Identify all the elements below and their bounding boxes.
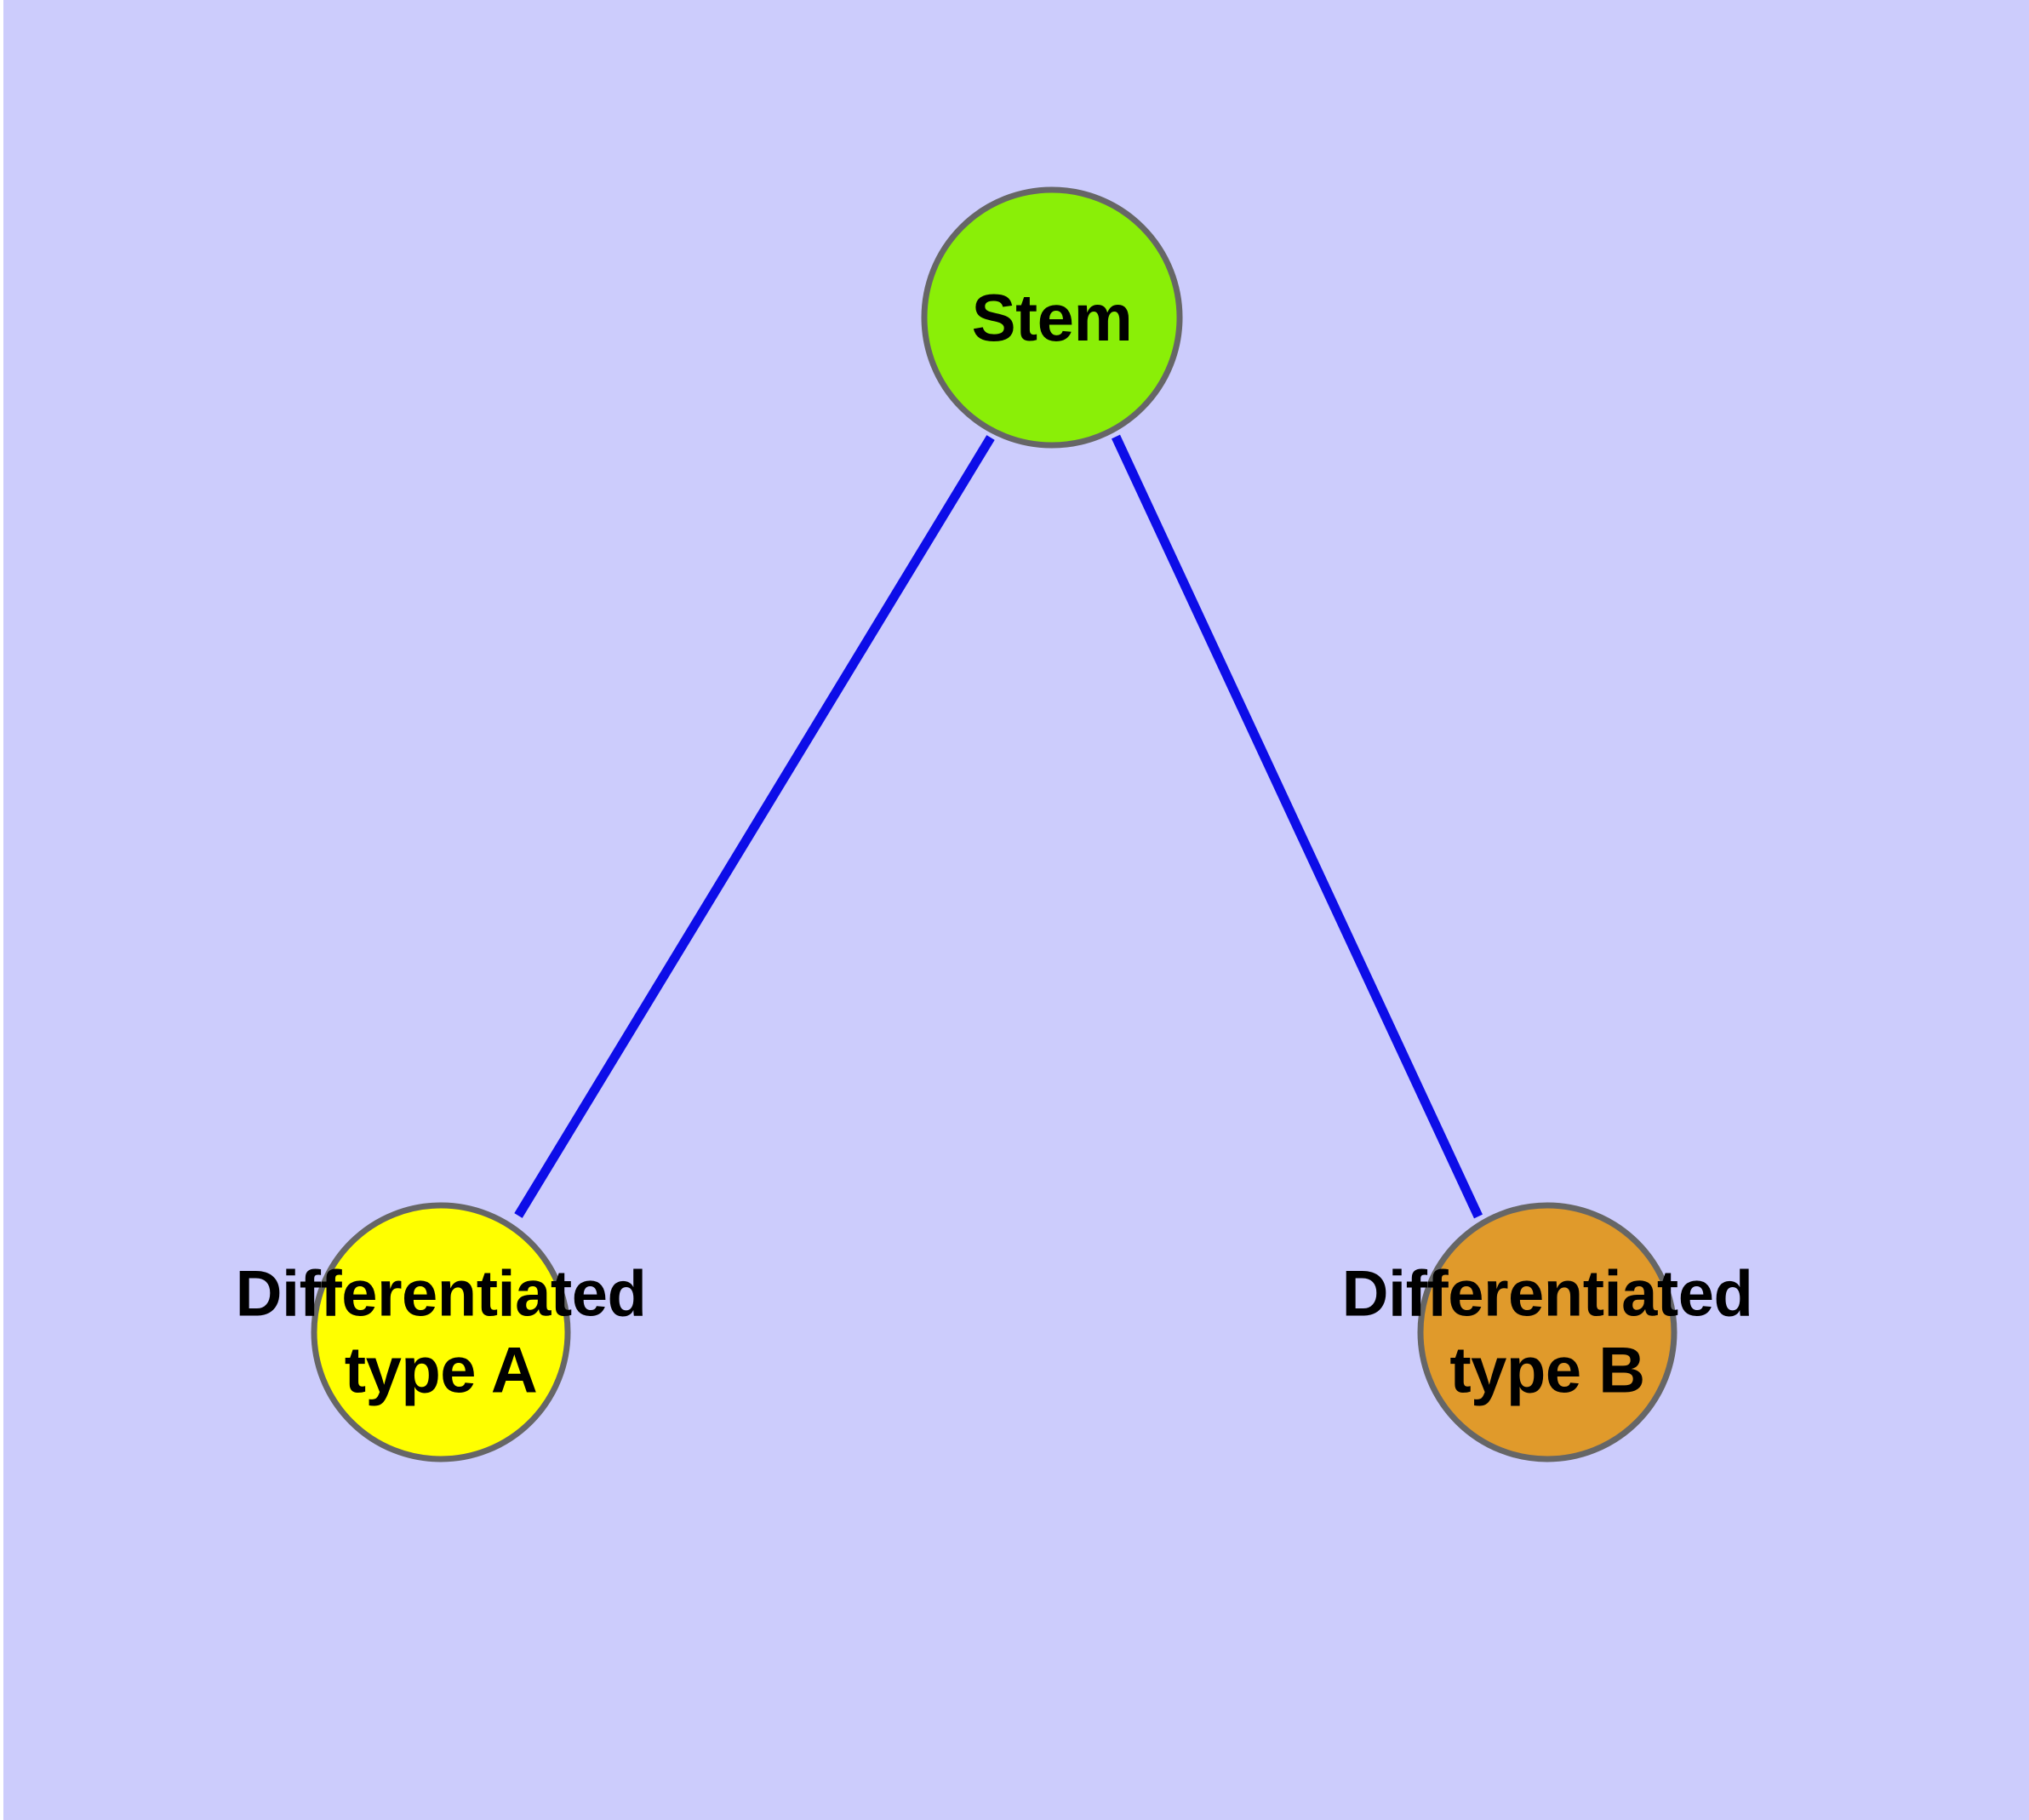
node-differentiated-type-b[interactable] xyxy=(1417,1202,1677,1462)
edge-stem-to-diff-b xyxy=(1112,434,1483,1219)
node-stem[interactable] xyxy=(921,186,1183,449)
node-layer xyxy=(311,186,1677,1462)
edge-stem-to-diff-a xyxy=(514,435,995,1218)
edge-layer xyxy=(514,434,1483,1219)
node-differentiated-type-a[interactable] xyxy=(311,1202,571,1462)
